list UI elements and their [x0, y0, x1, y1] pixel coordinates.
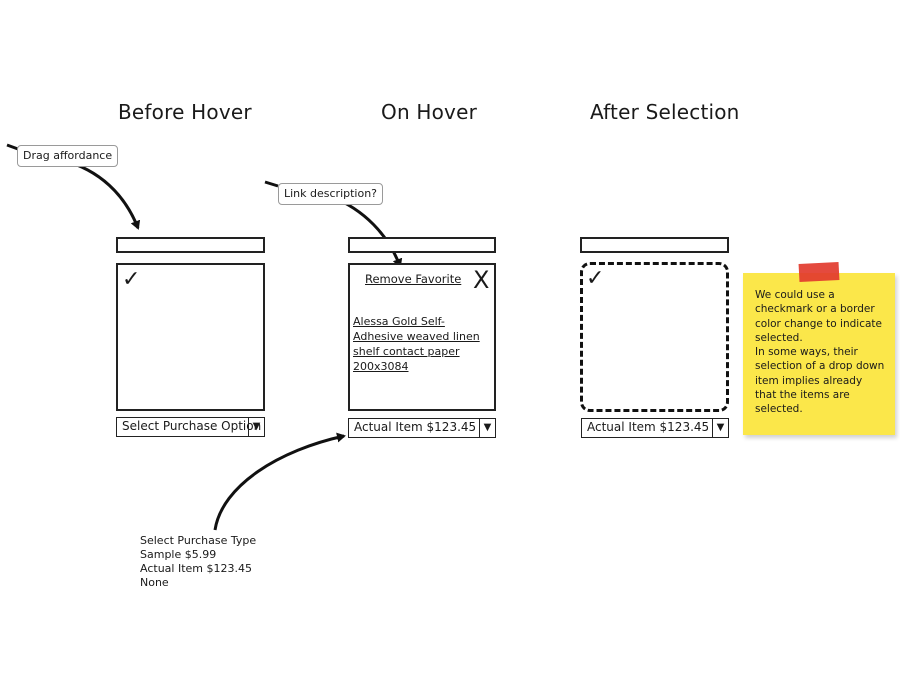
- after-checkmark-icon: ✓: [586, 266, 605, 291]
- heading-on-hover: On Hover: [381, 100, 478, 124]
- before-checkmark-icon: ✓: [122, 267, 141, 292]
- link-description-arrow: [329, 194, 403, 268]
- drag-affordance-callout: Drag affordance: [17, 145, 119, 167]
- before-drag-handle-bar[interactable]: [116, 237, 265, 253]
- tape-strip: [798, 261, 840, 283]
- close-icon[interactable]: X: [473, 266, 490, 294]
- sticky-note: We could use a checkmark or a border col…: [743, 273, 895, 435]
- after-item-card-selected[interactable]: ✓: [580, 262, 729, 412]
- purchase-type-arrow: [213, 432, 346, 531]
- hover-purchase-select[interactable]: Actual Item $123.45 ▼: [348, 418, 496, 438]
- after-purchase-select[interactable]: Actual Item $123.45 ▼: [581, 418, 729, 438]
- product-description-link[interactable]: Alessa Gold Self-Adhesive weaved linen s…: [353, 315, 480, 373]
- chevron-down-icon[interactable]: ▼: [712, 419, 728, 437]
- after-drag-handle-bar[interactable]: [580, 237, 729, 253]
- chevron-down-icon[interactable]: ▼: [248, 418, 264, 436]
- after-select-value: Actual Item $123.45: [587, 420, 710, 434]
- chevron-down-icon[interactable]: ▼: [479, 419, 495, 437]
- heading-before-hover: Before Hover: [118, 100, 252, 124]
- heading-after-selection: After Selection: [590, 100, 740, 124]
- link-callout-tick: [264, 180, 279, 188]
- link-description-callout: Link description?: [278, 183, 384, 205]
- purchase-type-option: Sample $5.99: [140, 548, 217, 561]
- remove-favorite-link[interactable]: Remove Favorite: [365, 272, 462, 286]
- before-select-value: Select Purchase Option: [122, 419, 262, 433]
- sticky-note-paragraph: In some ways, their selection of a drop …: [755, 346, 885, 416]
- purchase-type-option: None: [140, 576, 169, 589]
- sticky-note-paragraph: We could use a checkmark or a border col…: [755, 289, 882, 344]
- purchase-type-option: Actual Item $123.45: [140, 562, 252, 575]
- hover-select-value: Actual Item $123.45: [354, 420, 477, 434]
- purchase-type-options: Select Purchase Type Sample $5.99 Actual…: [140, 534, 256, 590]
- purchase-type-option: Select Purchase Type: [140, 534, 257, 547]
- hover-item-card[interactable]: Remove Favorite X Alessa Gold Self-Adhes…: [348, 263, 496, 411]
- before-item-card[interactable]: ✓: [116, 263, 265, 411]
- before-purchase-select[interactable]: Select Purchase Option ▼: [116, 417, 265, 437]
- drag-affordance-arrow: [61, 158, 141, 230]
- hover-drag-handle-bar[interactable]: [348, 237, 496, 253]
